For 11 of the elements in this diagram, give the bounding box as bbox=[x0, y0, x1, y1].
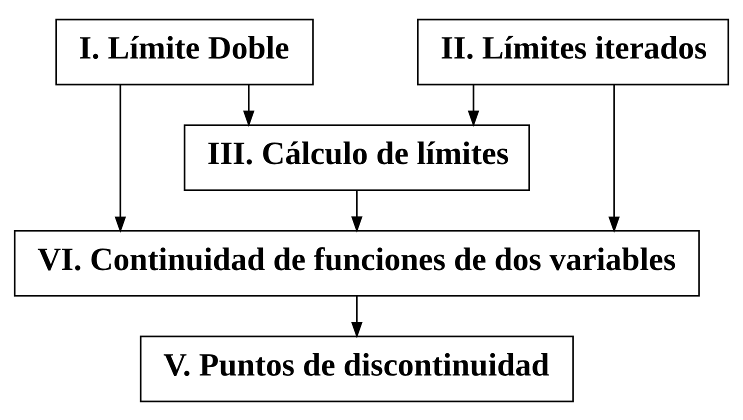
node-box: V. Puntos de discontinuidad bbox=[140, 335, 574, 402]
node-box: II. Límites iterados bbox=[417, 18, 730, 85]
arrow bbox=[351, 190, 363, 232]
arrow bbox=[114, 84, 126, 232]
node-box: VI. Continuidad de funciones de dos variables bbox=[14, 230, 700, 296]
arrow bbox=[608, 84, 620, 232]
node-box: III. Cálculo de límites bbox=[184, 124, 530, 190]
arrow bbox=[243, 84, 254, 126]
arrow bbox=[468, 84, 480, 126]
arrow bbox=[351, 296, 363, 338]
node-box: I. Límite Doble bbox=[55, 18, 314, 85]
